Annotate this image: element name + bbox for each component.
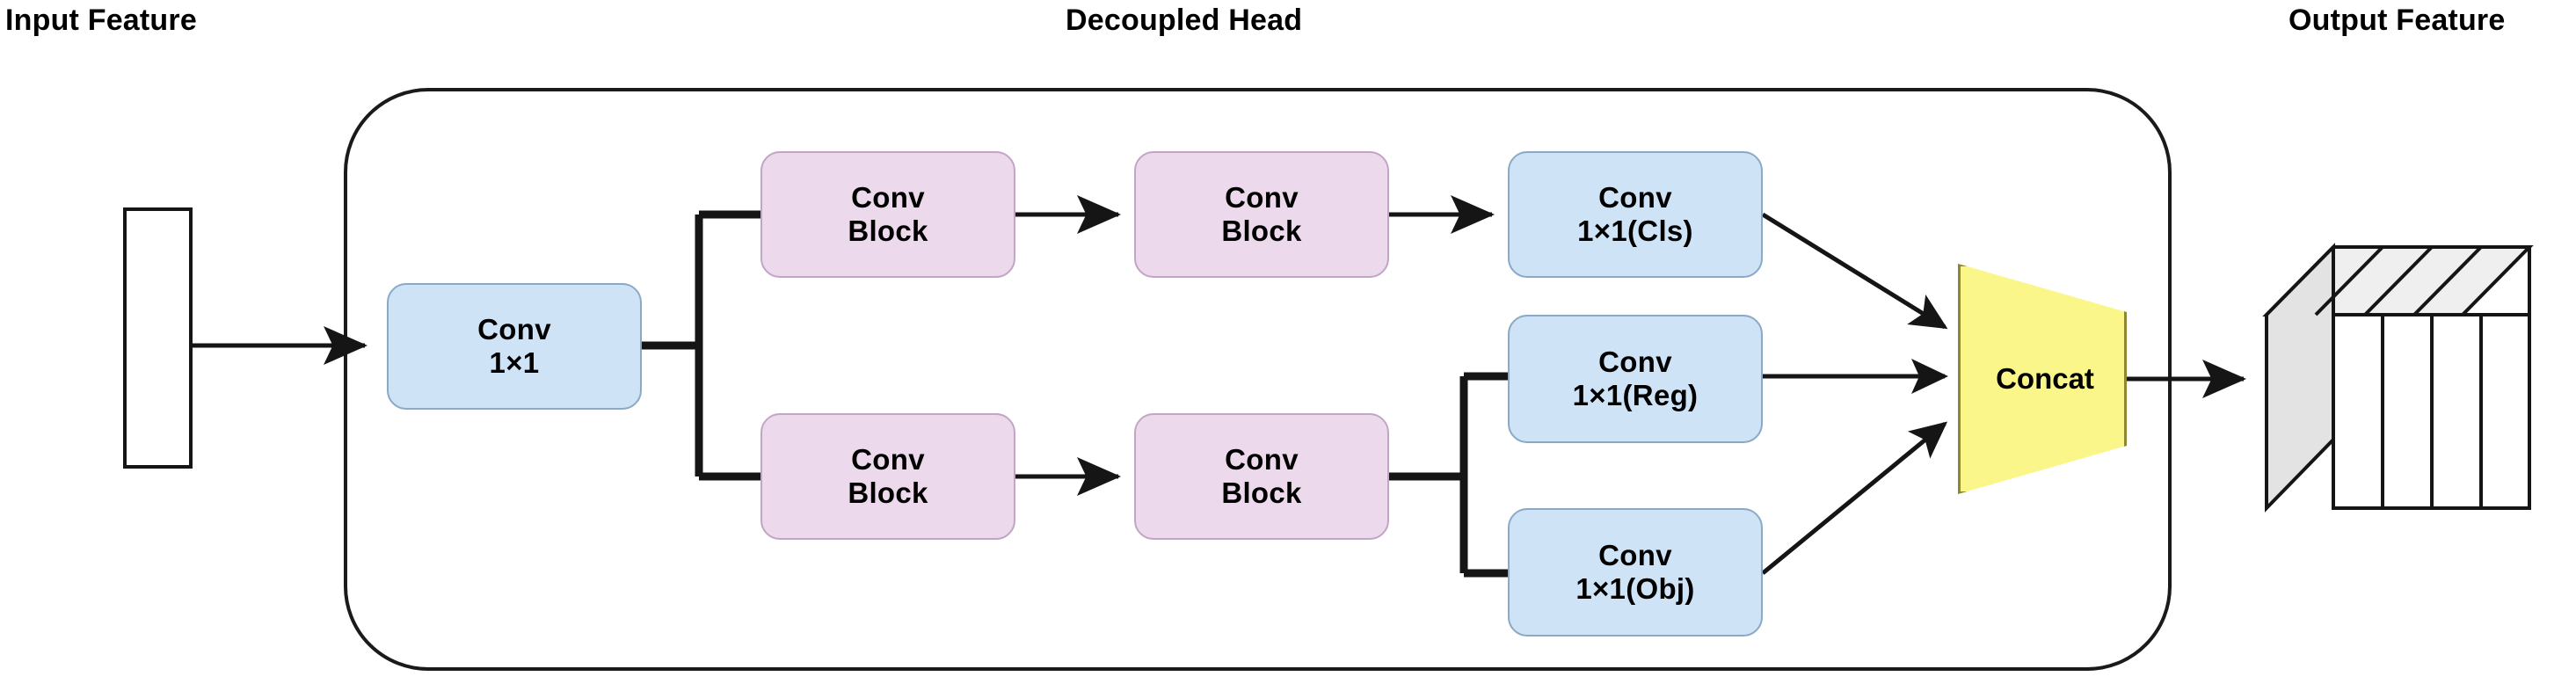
node-conv-1x1-reg-line2: 1×1(Reg) (1572, 379, 1699, 411)
node-conv-block-top-1[interactable]: Conv Block (760, 151, 1015, 278)
node-conv-block-top-2[interactable]: Conv Block (1134, 151, 1389, 278)
node-conv-block-top-1-line2: Block (848, 215, 928, 247)
node-conv-1x1-obj-line1: Conv (1598, 538, 1672, 571)
node-conv-block-bottom-2[interactable]: Conv Block (1134, 413, 1389, 540)
output-feature-caption: Output Feature (2289, 4, 2506, 37)
node-conv-block-top-2-line1: Conv (1225, 180, 1299, 214)
decoupled-head-caption: Decoupled Head (1066, 4, 1303, 37)
node-conv-1x1-cls-line2: 1×1(Cls) (1577, 215, 1693, 247)
input-feature-caption: Input Feature (5, 4, 197, 37)
input-feature-shape (123, 207, 193, 469)
node-conv-1x1-line1: Conv (477, 312, 551, 346)
node-conv-1x1-reg[interactable]: Conv 1×1(Reg) (1508, 315, 1763, 443)
node-conv-1x1-obj-line2: 1×1(Obj) (1575, 572, 1695, 605)
node-concat[interactable]: Concat (1958, 264, 2127, 494)
node-conv-1x1-obj[interactable]: Conv 1×1(Obj) (1508, 508, 1763, 636)
node-conv-1x1-reg-line1: Conv (1598, 345, 1672, 378)
node-conv-block-bottom-1-line1: Conv (851, 442, 925, 476)
node-conv-block-top-2-line2: Block (1221, 215, 1302, 247)
node-conv-1x1-cls[interactable]: Conv 1×1(Cls) (1508, 151, 1763, 278)
node-conv-block-bottom-2-line1: Conv (1225, 442, 1299, 476)
output-feature-shape (2262, 243, 2534, 513)
node-conv-block-top-1-line1: Conv (851, 180, 925, 214)
node-conv-block-bottom-1-line2: Block (848, 476, 928, 509)
node-conv-1x1-cls-line1: Conv (1598, 180, 1672, 214)
node-conv-block-bottom-2-line2: Block (1221, 476, 1302, 509)
node-conv-block-bottom-1[interactable]: Conv Block (760, 413, 1015, 540)
concat-label: Concat (1996, 362, 2094, 395)
node-conv-1x1-line2: 1×1 (489, 346, 540, 379)
node-conv-1x1[interactable]: Conv 1×1 (387, 283, 642, 410)
